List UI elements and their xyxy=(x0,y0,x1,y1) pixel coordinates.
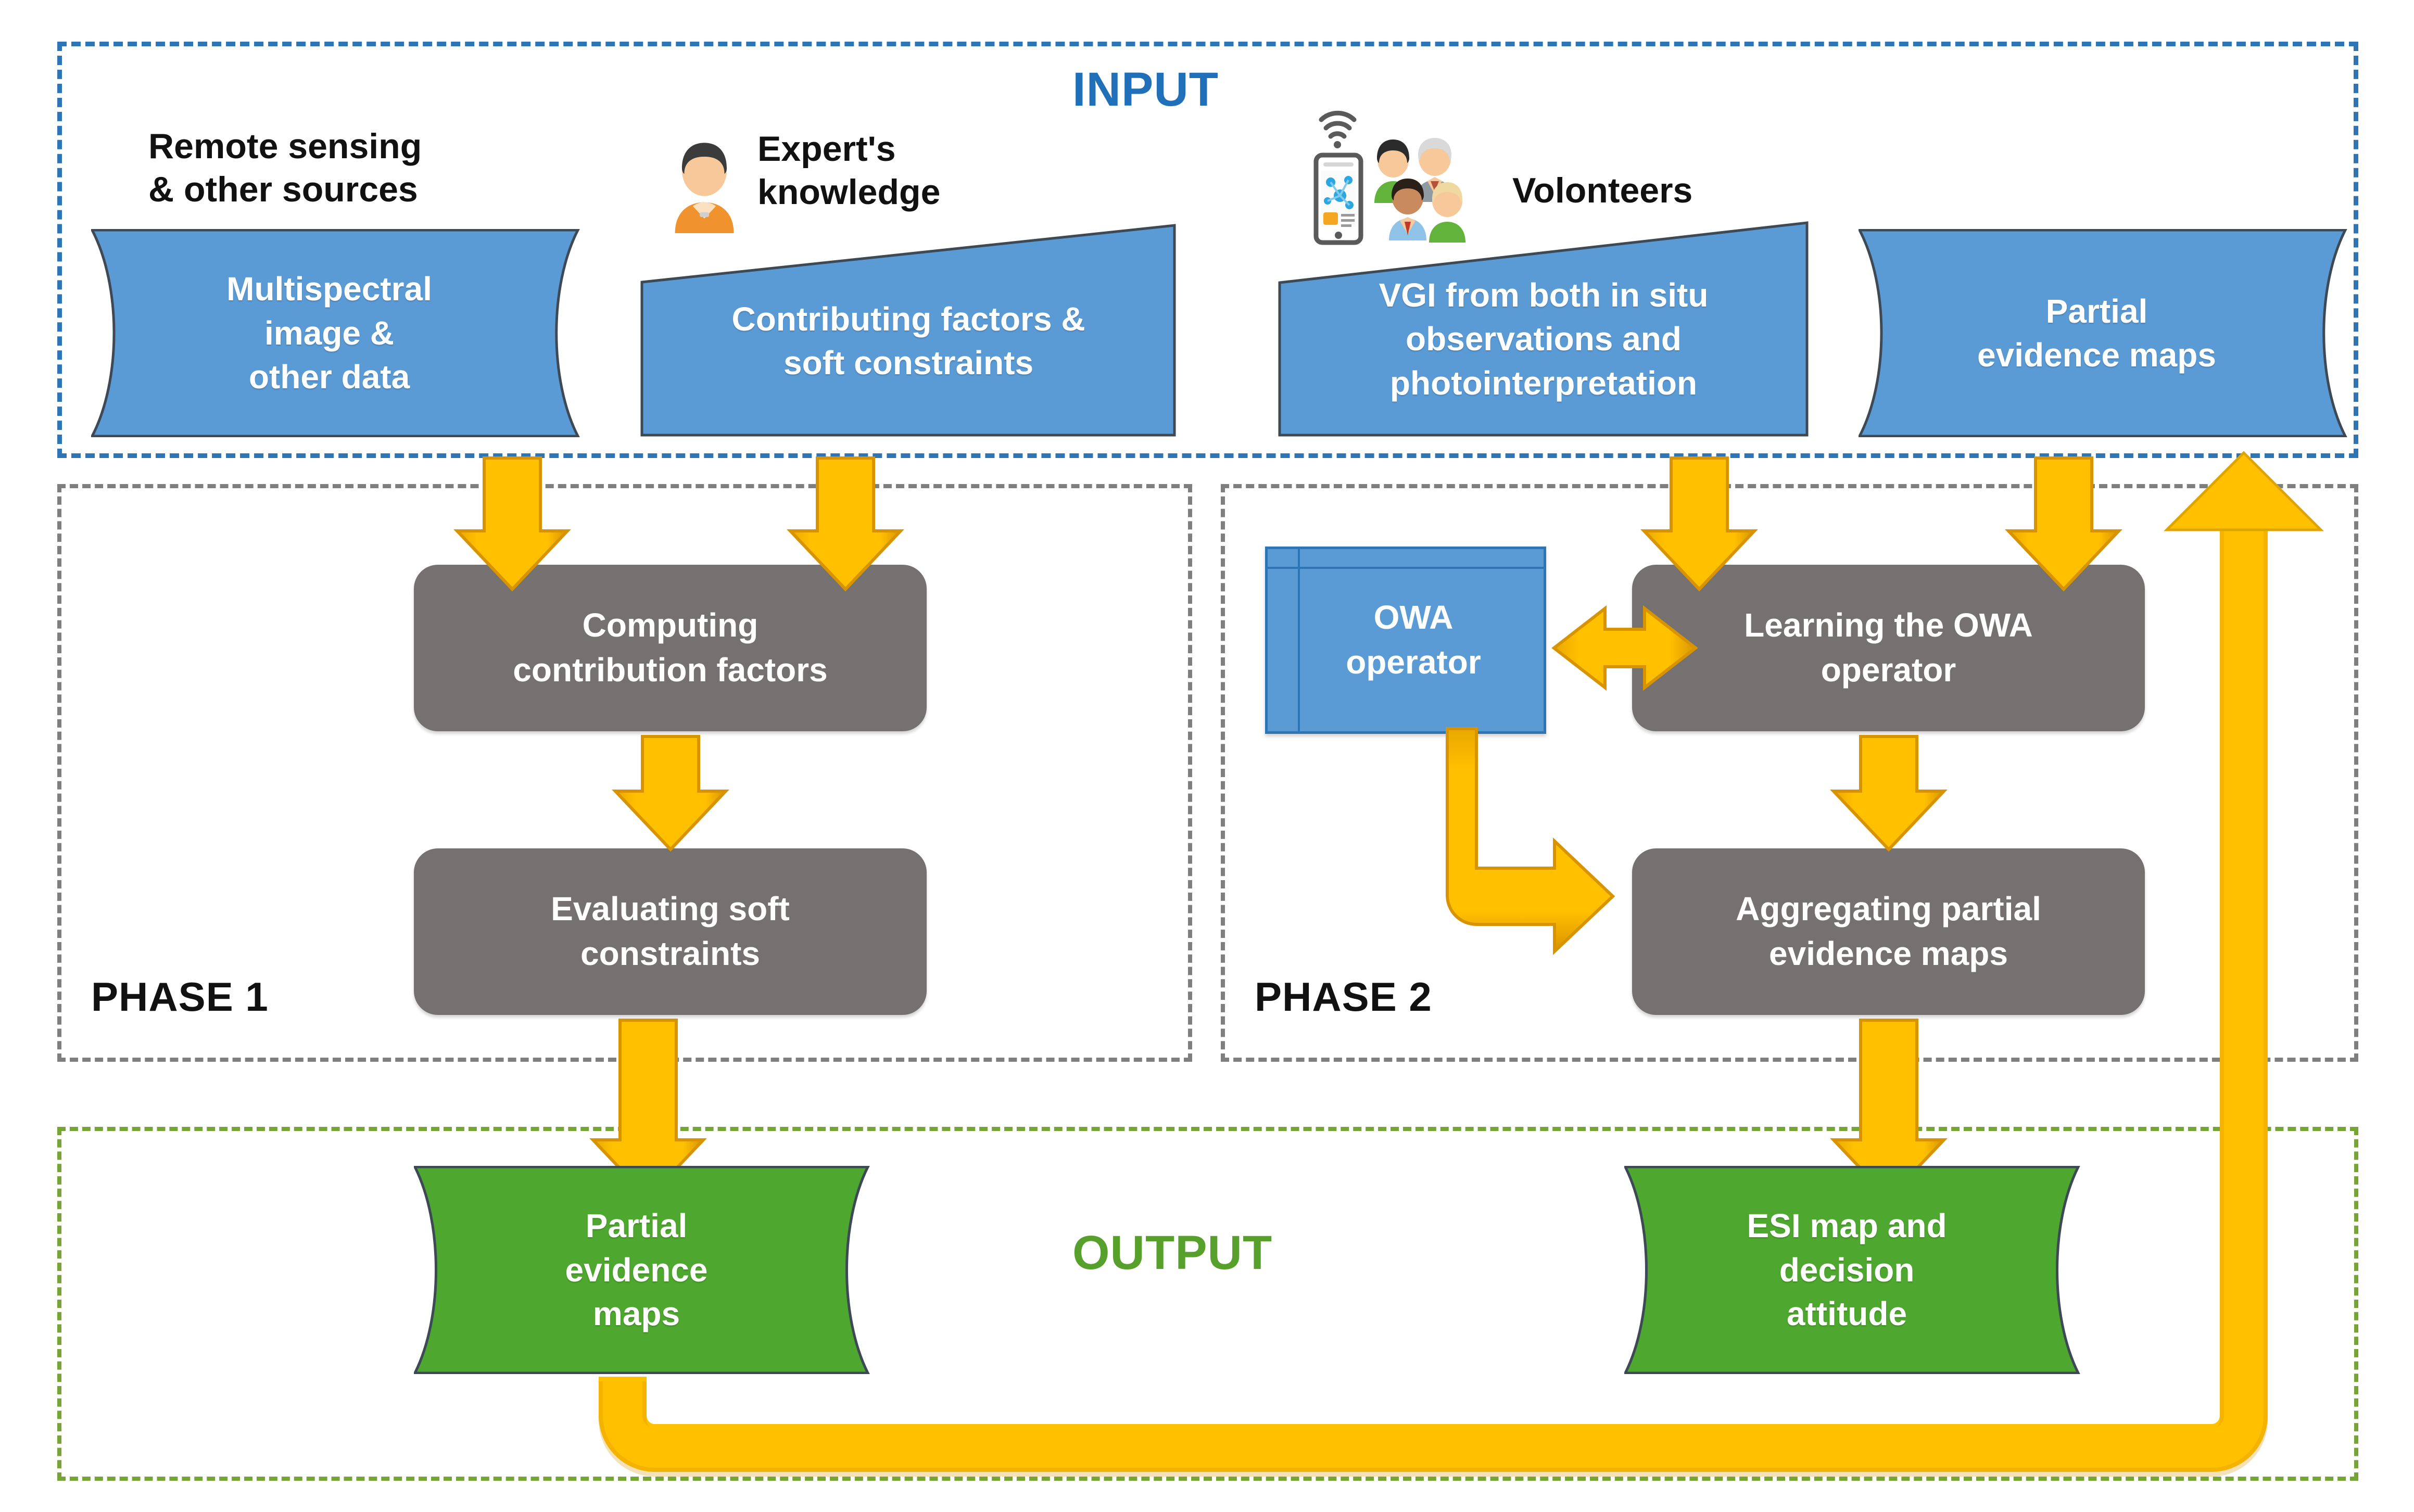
owa-operator-sidebar xyxy=(1268,549,1300,731)
arrow-owa-operator-to-aggregating xyxy=(1446,727,1615,955)
output-region xyxy=(57,1127,2358,1481)
phase2-label: PHASE 2 xyxy=(1255,974,1432,1020)
phase1-label: PHASE 1 xyxy=(91,974,269,1020)
remote-sensing-caption: Remote sensing & other sources xyxy=(148,126,422,209)
arrow-vgi-to-learning-owa xyxy=(1640,456,1758,592)
arrow-contributing-to-computing xyxy=(787,456,904,592)
input-title: INPUT xyxy=(1072,63,1219,116)
volunteers-caption: Volonteers xyxy=(1512,171,1693,210)
input-region xyxy=(57,42,2358,458)
experts-knowledge-caption: Expert's knowledge xyxy=(757,129,941,212)
phase2-region xyxy=(1221,484,2358,1062)
expert-person-icon xyxy=(665,134,743,233)
output-title: OUTPUT xyxy=(1072,1226,1273,1279)
arrow-partial-evidence-to-learning-owa xyxy=(2005,456,2122,592)
arrow-multispectral-to-computing xyxy=(453,456,571,592)
arrow-computing-to-evaluating xyxy=(612,735,729,852)
arrow-feedback-to-input-partial-evidence xyxy=(599,451,2324,1477)
arrow-learning-to-aggregating xyxy=(1830,735,1948,852)
smartphone-wifi-people-icon xyxy=(1296,94,1515,250)
owa-operator-titlebar xyxy=(1268,549,1544,569)
arrow-owa-operator-bidirectional xyxy=(1551,605,1698,691)
input-shape-contributing-factors-label: Contributing factors &soft constraints xyxy=(731,300,1085,382)
input-shape-contributing-factors: Contributing factors &soft constraints xyxy=(640,224,1177,437)
